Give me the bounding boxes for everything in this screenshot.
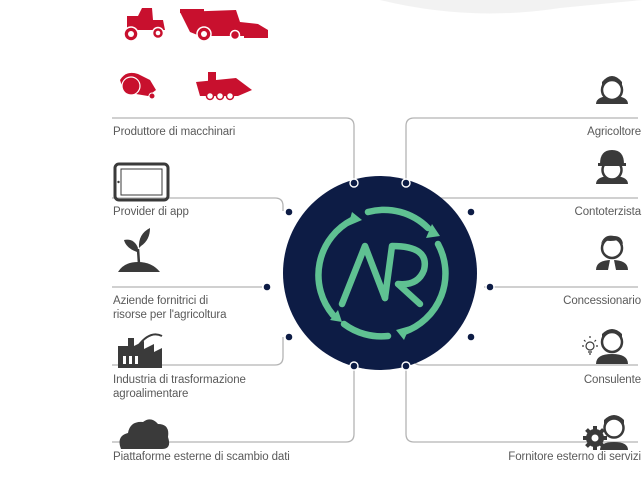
hub-port	[349, 178, 359, 188]
baler-round-icon	[120, 72, 156, 100]
connector-right-5	[405, 366, 638, 443]
agrirouter-hub	[262, 176, 495, 371]
connector-left-1	[112, 117, 355, 182]
farmer-icon	[596, 76, 628, 104]
label-external-service-provider: Fornitore esterno di servizi	[508, 451, 641, 463]
connector-right-1	[405, 117, 638, 182]
hub-port	[349, 361, 359, 371]
label-food-processing-line1: Industria di trasformazione	[113, 374, 246, 386]
combine-harvester-icon	[180, 9, 268, 42]
label-food-processing-line2: agroalimentare	[113, 388, 189, 400]
hub-port	[466, 332, 476, 342]
cloud-icon	[119, 419, 170, 449]
hub-port	[284, 207, 294, 217]
agrirouter-logo-icon	[315, 206, 449, 340]
label-contractor: Contoterzista	[574, 206, 642, 218]
consultant-idea-icon	[582, 329, 628, 364]
label-input-suppliers: Aziende fornitrici di risorse per l'agri…	[113, 294, 227, 322]
label-external-data-platforms: Piattaforme esterne di scambio dati	[113, 451, 290, 463]
label-input-suppliers-line2: risorse per l'agricoltura	[113, 309, 227, 321]
contractor-helmet-icon	[596, 150, 628, 184]
label-farmer: Agricoltore	[587, 126, 641, 138]
hub-port	[485, 282, 495, 292]
hub-port	[401, 178, 411, 188]
factory-icon	[118, 333, 163, 368]
label-app-provider: Provider di app	[113, 206, 189, 218]
hub-port	[401, 361, 411, 371]
label-food-processing: Industria di trasformazione agroalimenta…	[113, 373, 246, 401]
label-consultant: Consulente	[583, 374, 641, 386]
farm-machinery-icon	[120, 8, 268, 101]
label-machinery-manufacturer: Produttore di macchinari	[113, 126, 236, 138]
connector-left-5	[112, 366, 355, 443]
dealer-tie-icon	[596, 235, 628, 272]
service-gear-icon	[583, 415, 628, 450]
background-shadow	[380, 0, 642, 14]
baler-square-icon	[196, 72, 252, 101]
hub-port	[466, 207, 476, 217]
label-dealer: Concessionario	[563, 295, 641, 307]
hub-port	[262, 282, 272, 292]
connector-left-2	[112, 197, 284, 211]
tractor-icon	[123, 8, 165, 42]
hub-port	[284, 332, 294, 342]
connector-left-4	[112, 337, 284, 366]
seedling-icon	[118, 228, 160, 272]
label-input-suppliers-line1: Aziende fornitrici di	[113, 295, 209, 307]
tablet-icon	[113, 162, 170, 202]
